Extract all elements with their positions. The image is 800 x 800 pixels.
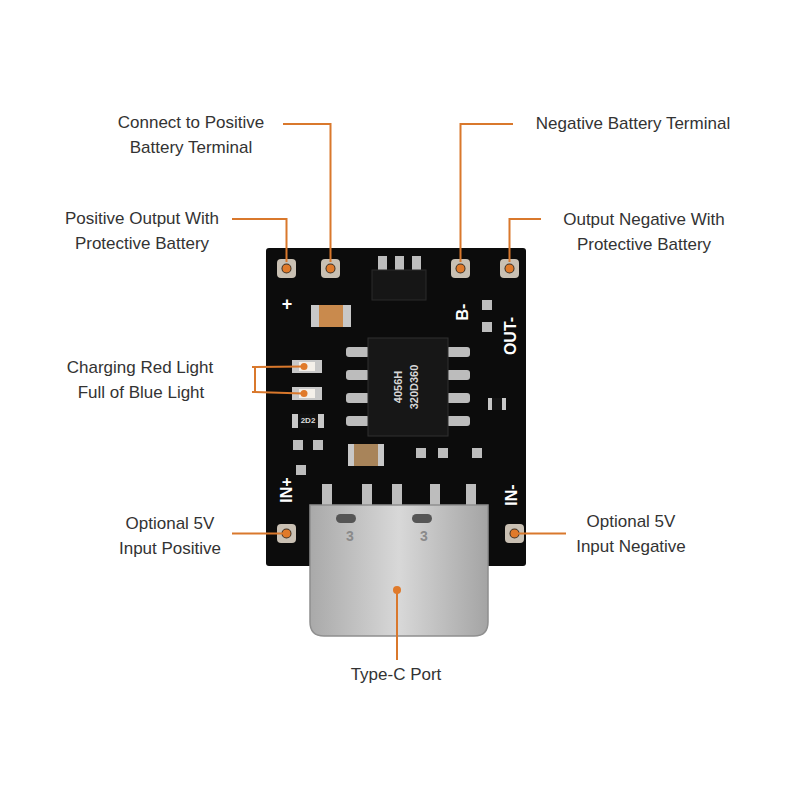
- resistor: [292, 414, 324, 428]
- silkscreen-label: B-: [455, 304, 471, 321]
- pad-hole: [510, 529, 520, 539]
- ic-pin: [446, 393, 470, 403]
- leader-line: [461, 124, 514, 262]
- smd-pad: [472, 448, 482, 458]
- leader-dot: [327, 265, 335, 273]
- callout-label: Optional 5V Input Positive: [109, 511, 231, 561]
- pad-hole: [456, 264, 466, 274]
- leader-line: [510, 219, 542, 262]
- callout-label: Type-C Port: [351, 662, 442, 687]
- charger-ic: [368, 338, 448, 436]
- callout-label: Optional 5V Input Negative: [570, 509, 692, 559]
- leader-dot: [283, 530, 291, 538]
- callout-label: Full of Blue Light: [78, 380, 205, 405]
- silkscreen-label: IN+: [279, 477, 295, 502]
- ic-pin: [446, 416, 470, 426]
- component-end: [343, 305, 351, 327]
- leader-dot: [506, 265, 514, 273]
- silkscreen-label: 320D360: [409, 365, 420, 410]
- smd-pad: [482, 300, 492, 310]
- capacitor-body: [354, 444, 378, 466]
- smd-pad: [296, 465, 306, 475]
- resistor-body: [298, 414, 318, 428]
- usb-slot: [336, 514, 356, 523]
- capacitor: [348, 444, 384, 466]
- leader-dot: [511, 530, 519, 538]
- led-lens: [299, 389, 315, 398]
- resistor-body: [492, 398, 502, 410]
- leader-dots: [283, 265, 519, 595]
- leader-line: [255, 392, 303, 394]
- ic-pin: [346, 370, 370, 380]
- ic-pin: [346, 416, 370, 426]
- usb-slot: [412, 514, 432, 523]
- capacitor: [319, 305, 343, 327]
- leader-lines: [232, 124, 566, 660]
- ic-pin: [346, 393, 370, 403]
- silkscreen-label: 3: [420, 529, 428, 543]
- mosfet-package: [372, 270, 426, 300]
- component-end: [311, 305, 319, 327]
- ic-pin: [446, 347, 470, 357]
- leader-dot: [301, 363, 308, 370]
- smd-pad: [313, 440, 323, 450]
- leader-line: [232, 219, 287, 262]
- callout-label: Connect to Positive Battery Terminal: [104, 110, 279, 160]
- callout-label: Output Negative With Protective Battery: [547, 207, 742, 257]
- silkscreen-label: 3: [346, 529, 354, 543]
- smd-pad: [293, 440, 303, 450]
- smd-pad: [482, 322, 492, 332]
- pad-hole: [326, 264, 336, 274]
- smd-pad: [438, 448, 448, 458]
- callout-label: Charging Red Light: [67, 355, 213, 380]
- leader-line: [232, 533, 286, 535]
- ic-pin: [446, 370, 470, 380]
- silkscreen-label: 4056H: [393, 371, 404, 403]
- silkscreen-label: IN-: [504, 484, 520, 505]
- leader-dot: [457, 265, 465, 273]
- leader-dot: [283, 265, 291, 273]
- leader-line: [517, 533, 566, 535]
- silkscreen-label: OUT-: [503, 317, 519, 355]
- usb-c-shell: [310, 505, 488, 636]
- leader-line: [283, 124, 331, 262]
- leader-dot: [393, 586, 401, 594]
- pad-hole: [505, 264, 515, 274]
- pad-hole: [282, 529, 292, 539]
- leader-line: [255, 366, 303, 369]
- resistor: [488, 398, 506, 410]
- callout-label: Negative Battery Terminal: [536, 111, 730, 136]
- leader-line: [396, 590, 398, 660]
- silkscreen-label: +: [282, 295, 293, 313]
- silkscreen-label: 2D2: [301, 417, 316, 425]
- ic-pin: [346, 347, 370, 357]
- pad-hole: [282, 264, 292, 274]
- led-lens: [299, 362, 315, 371]
- callout-label: Positive Output With Protective Battery: [50, 206, 235, 256]
- smd-pad: [416, 448, 426, 458]
- bracket: [252, 367, 255, 392]
- leader-dot: [301, 390, 308, 397]
